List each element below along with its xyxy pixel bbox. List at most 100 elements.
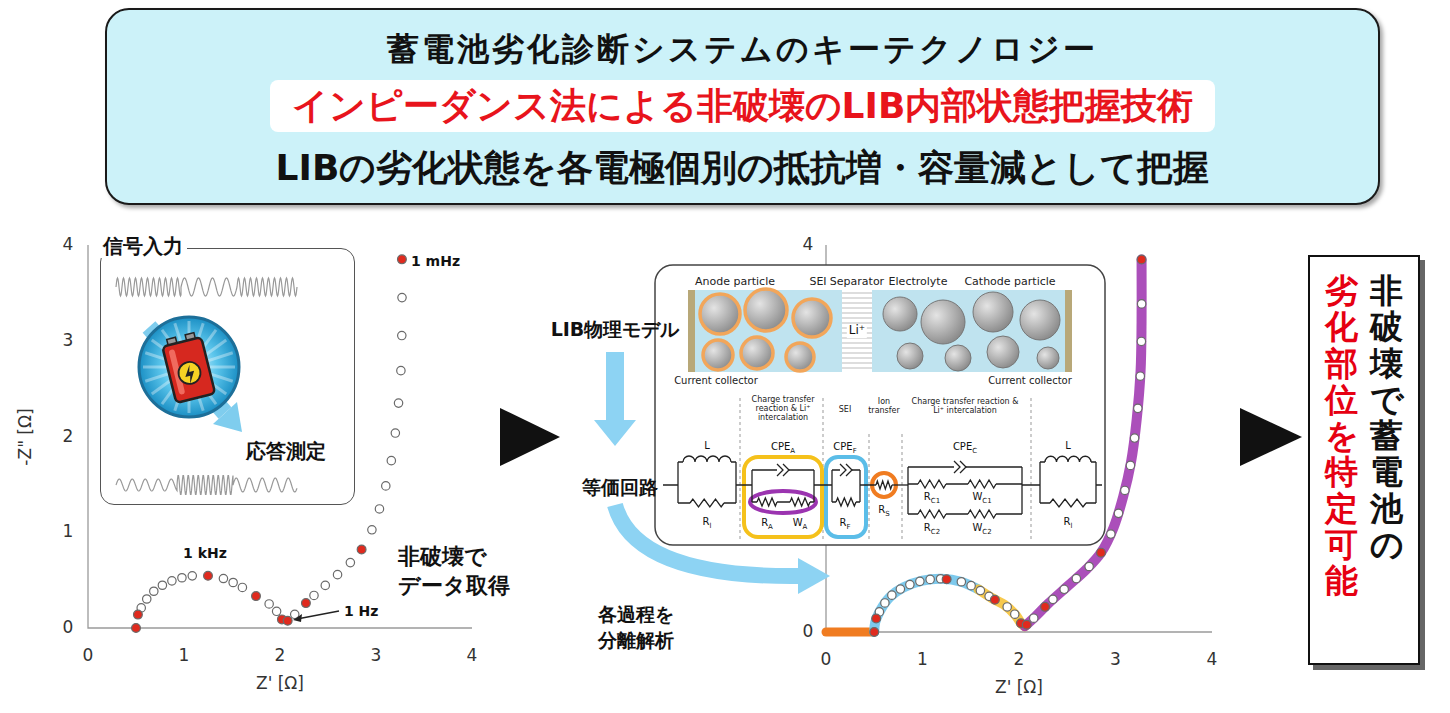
subscript: C [972,447,977,455]
component-label: R [878,504,885,516]
axis-tick-holder: 2 [63,427,74,447]
battery-badge [139,317,239,417]
component-label-holder: RC2 [924,522,940,534]
component-label: R [924,522,931,534]
data-point [1011,610,1019,618]
separator-hatch [842,313,872,314]
axis-tick-holder: 4 [467,646,478,666]
circuit-heading-holder: Charge transfer reaction & Li⁺ intercala… [905,398,1025,416]
process-highlight [826,628,874,637]
box-heading: インピーダンス法による非破壊のLIB内部状態把握技術 [292,84,1194,127]
axis-tick-holder: 3 [1110,650,1121,670]
component-label: L [704,440,710,452]
axis-tick: 3 [371,646,382,666]
separator-hatch [842,318,872,319]
subscript: C1 [982,497,991,505]
part-label-holder: Separator [830,276,884,289]
axis-tick-holder: 2 [1014,650,1025,670]
axis-tick-holder: 0 [803,622,814,642]
data-point [1137,337,1145,345]
subscript: A [803,523,808,531]
marked-point [1022,620,1031,629]
axis-tick-holder: 4 [1207,650,1218,670]
axis-tick: 1 [917,650,928,670]
drawn-circle [176,360,203,387]
anode-particle [703,340,733,370]
subscript: F [853,447,857,455]
data-point [382,482,390,490]
axis-tick: 4 [467,646,478,666]
circuit-heading: Charge transfer reaction & Li⁺ intercala… [912,397,1019,415]
part-label: Current collector [674,375,758,387]
marked-point [990,595,999,604]
anode-particle [745,289,787,331]
data-point [1085,562,1093,570]
component-label-holder: Rl [1064,516,1073,528]
anode-particle [741,337,773,369]
component-label-holder: WC2 [972,522,991,534]
cathode-particle [1020,300,1060,340]
data-point [397,366,405,374]
circuit-wire [908,467,1040,514]
data-point [368,526,376,534]
conclusion-box: 非破壊で蓄電池の劣化部位を特定可能 [1308,255,1420,665]
part-label-holder: Current collector [674,375,758,387]
axis-title-holder: -Z" [Ω] [16,408,36,465]
axis-tick-holder: 1 [179,646,190,666]
part-label-holder: Current collector [988,375,1072,387]
component-label: CPE [953,441,972,453]
axis-tick-holder: 4 [803,235,814,255]
separator-hatch [842,358,872,359]
axis-tick: 0 [821,650,832,670]
frequency-label-holder: 1 mHz [411,253,460,269]
resistor-symbol [757,498,777,506]
marked-point [1137,255,1146,264]
separator-hatch [842,363,872,364]
resistor-symbol [1050,499,1086,507]
marked-point [283,616,292,625]
axis-title-holder: Z' [Ω] [256,674,304,694]
axis-tick: 3 [1110,650,1121,670]
component-label-holder: RC1 [924,491,940,503]
data-point [976,586,984,594]
frequency-label-holder: 1 kHz [183,545,227,561]
part-label: Electrolyte [889,276,948,289]
data-point [1130,434,1138,442]
inductor-symbol [683,456,731,462]
data-point [387,456,395,464]
axis-tick: 1 [63,522,74,542]
leader-head [293,614,302,622]
data-point [375,505,383,513]
signal-illustration [101,249,353,503]
marked-point [302,599,311,608]
component-label: R [703,516,710,528]
component-label-holder: L [704,440,710,452]
axis-tick: 1 [179,646,190,666]
axis-tick: 4 [63,235,74,255]
axis-tick: 2 [275,646,286,666]
data-point [1136,372,1144,380]
circuit-heading-holder: Ion transfer [862,398,906,416]
component-label: R [761,517,768,529]
part-label: Anode particle [695,276,775,289]
input-wave [116,278,297,296]
component-label: W [793,517,803,529]
data-point [957,578,965,586]
axis-tick-holder: 3 [371,646,382,666]
circuit-heading: Ion transfer [868,397,900,415]
leader-line [297,611,339,619]
cpe-symbol [840,464,852,476]
data-point [219,574,227,582]
marked-point [872,614,881,623]
resistor-symbol [918,510,946,518]
component-label-holder: RF [840,517,851,529]
axis-tick-holder: 3 [63,331,74,351]
data-point [158,581,166,589]
marked-point [134,610,143,619]
subscript: S [885,510,889,518]
part-label-holder: SEI [809,276,826,289]
axis-tick: 4 [803,235,814,255]
circuit-wire [1040,462,1102,503]
drawn-rect [162,337,215,403]
step-label: LIB物理モデル [551,319,680,341]
